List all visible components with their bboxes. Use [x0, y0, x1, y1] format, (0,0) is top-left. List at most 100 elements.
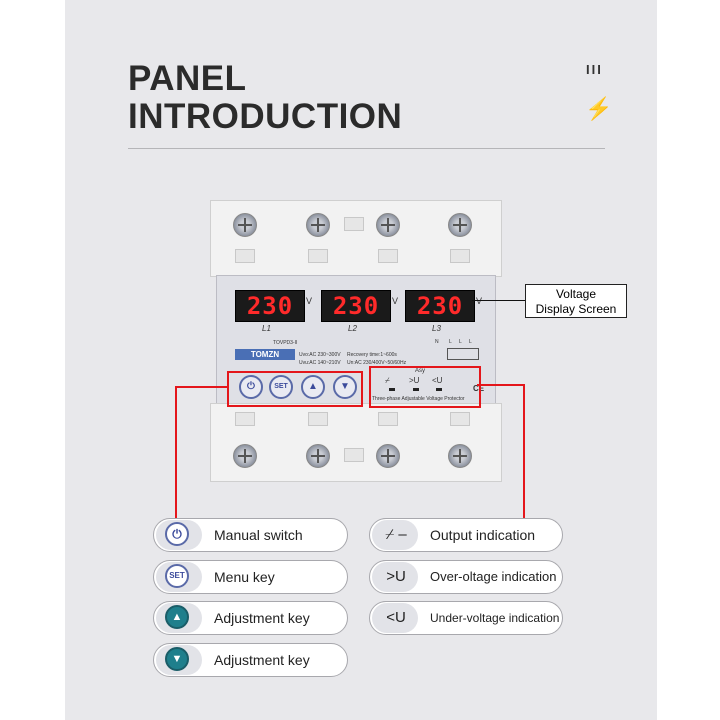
model-label: TOVPD3-II: [273, 340, 298, 346]
down-button[interactable]: ▼: [333, 375, 357, 399]
terminal-screw-icon: [233, 213, 257, 237]
legend-label: Adjustment key: [214, 652, 310, 668]
terminal-label: L: [449, 339, 452, 345]
terminal-label-box: [378, 249, 398, 263]
output-indicator-label: ⌿: [385, 376, 390, 385]
lcd-display-l2: 230: [321, 290, 391, 322]
over-voltage-icon: >U: [386, 568, 406, 585]
control-buttons: ⏻ SET ▲ ▼: [235, 373, 365, 401]
indicators-highlight-box: [369, 366, 481, 408]
phase-label-l3: L3: [432, 324, 441, 333]
power-button[interactable]: ⏻: [239, 375, 263, 399]
ce-mark: CE: [473, 384, 485, 393]
terminal-label: L: [459, 339, 462, 345]
terminal-label-box: [308, 249, 328, 263]
terminal-screw-icon: [448, 444, 472, 468]
over-voltage-indicator-label: >U: [409, 376, 420, 385]
voltage-display-callout: Voltage Display Screen: [525, 284, 627, 318]
phase-label-l2: L2: [348, 324, 357, 333]
legend-manual-switch: ⏻ Manual switch: [153, 518, 348, 552]
terminal-label-box: [378, 412, 398, 426]
legend-under-voltage: <U Under-voltage indication: [369, 601, 563, 635]
unit-label: V: [476, 296, 483, 306]
terminal-label-box: [450, 249, 470, 263]
set-icon: SET: [165, 564, 189, 588]
up-button[interactable]: ▲: [301, 375, 325, 399]
phase-label-l1: L1: [262, 324, 271, 333]
page-title: PANEL INTRODUCTION: [128, 60, 402, 136]
terminal-label-box: [450, 412, 470, 426]
unit-label: V: [306, 296, 313, 306]
callout-line-2: Display Screen: [535, 302, 617, 316]
set-button[interactable]: SET: [269, 375, 293, 399]
title-line-2: INTRODUCTION: [128, 97, 403, 136]
spec-text: Un:AC 230/400V~50/60Hz: [347, 360, 407, 366]
under-voltage-indicator-label: <U: [432, 376, 443, 385]
terminal-label: N: [435, 339, 439, 345]
spec-text: Uvo:AC 230~300V: [299, 352, 341, 358]
terminal-screw-icon: [306, 444, 330, 468]
legend-over-voltage: >U Over-oltage indication: [369, 560, 563, 594]
device-top-terminals: [210, 200, 502, 277]
power-icon: ⏻: [165, 522, 189, 546]
product-name-label: Three-phase Adjustable Voltage Protector: [372, 396, 465, 402]
callout-line: [477, 384, 525, 386]
terminal-screw-icon: [376, 444, 400, 468]
led-under: [436, 388, 442, 391]
divider: [128, 148, 605, 149]
asy-label: Asy: [415, 368, 426, 374]
terminal-cover: [344, 448, 364, 462]
voltage-protector-device: 230 V L1 230 V L2 230 V L3 TOVPD3-II TOM…: [210, 200, 502, 482]
terminal-label-box: [235, 249, 255, 263]
callout-line: [175, 386, 227, 388]
terminal-cover: [344, 217, 364, 231]
legend-icon-bg: SET: [156, 562, 202, 592]
legend-label: Adjustment key: [214, 610, 310, 626]
buttons-highlight-box: [227, 371, 363, 407]
terminal-screw-icon: [306, 213, 330, 237]
unit-label: V: [392, 296, 399, 306]
legend-label: Manual switch: [214, 527, 303, 543]
output-switch-icon: ⌿ –: [385, 526, 407, 543]
under-voltage-icon: <U: [386, 609, 406, 626]
callout-line: [523, 384, 525, 520]
lcd-display-l1: 230: [235, 290, 305, 322]
led-over: [413, 388, 419, 391]
legend-icon-bg: ▲: [156, 603, 202, 633]
device-front-panel: 230 V L1 230 V L2 230 V L3 TOVPD3-II TOM…: [216, 275, 496, 405]
legend-icon-bg: <U: [372, 603, 418, 633]
lcd-display-l3: 230: [405, 290, 475, 322]
terminal-label-box: [308, 412, 328, 426]
wiring-diagram-icon: [447, 348, 479, 360]
callout-line-1: Voltage: [555, 287, 597, 301]
terminal-label-box: [235, 412, 255, 426]
legend-adjustment-down: ▼ Adjustment key: [153, 643, 348, 677]
up-arrow-icon: ▲: [165, 605, 189, 629]
legend-label: Menu key: [214, 569, 275, 585]
callout-line: [472, 300, 525, 301]
legend-menu-key: SET Menu key: [153, 560, 348, 594]
legend-label: Output indication: [430, 527, 536, 543]
legend-label: Over-oltage indication: [430, 569, 557, 584]
legend-label: Under-voltage indication: [430, 611, 560, 625]
terminal-screw-icon: [233, 444, 257, 468]
spec-text: Recovery time:1~600s: [347, 352, 397, 358]
legend-icon-bg: ⏻: [156, 520, 202, 550]
lightning-icon: ⚡: [585, 96, 613, 121]
device-bottom-terminals: [210, 403, 502, 482]
down-arrow-icon: ▼: [165, 647, 189, 671]
terminal-label: L: [469, 339, 472, 345]
title-line-1: PANEL: [128, 59, 247, 98]
callout-line: [175, 386, 177, 520]
terminal-screw-icon: [448, 213, 472, 237]
legend-output-indication: ⌿ – Output indication: [369, 518, 563, 552]
legend-adjustment-up: ▲ Adjustment key: [153, 601, 348, 635]
spec-text: Uvu:AC 140~210V: [299, 360, 341, 366]
legend-icon-bg: >U: [372, 562, 418, 592]
terminal-screw-icon: [376, 213, 400, 237]
legend-icon-bg: ▼: [156, 645, 202, 675]
led-output: [389, 388, 395, 391]
legend-icon-bg: ⌿ –: [372, 520, 418, 550]
brand-logo: TOMZN: [235, 349, 295, 360]
